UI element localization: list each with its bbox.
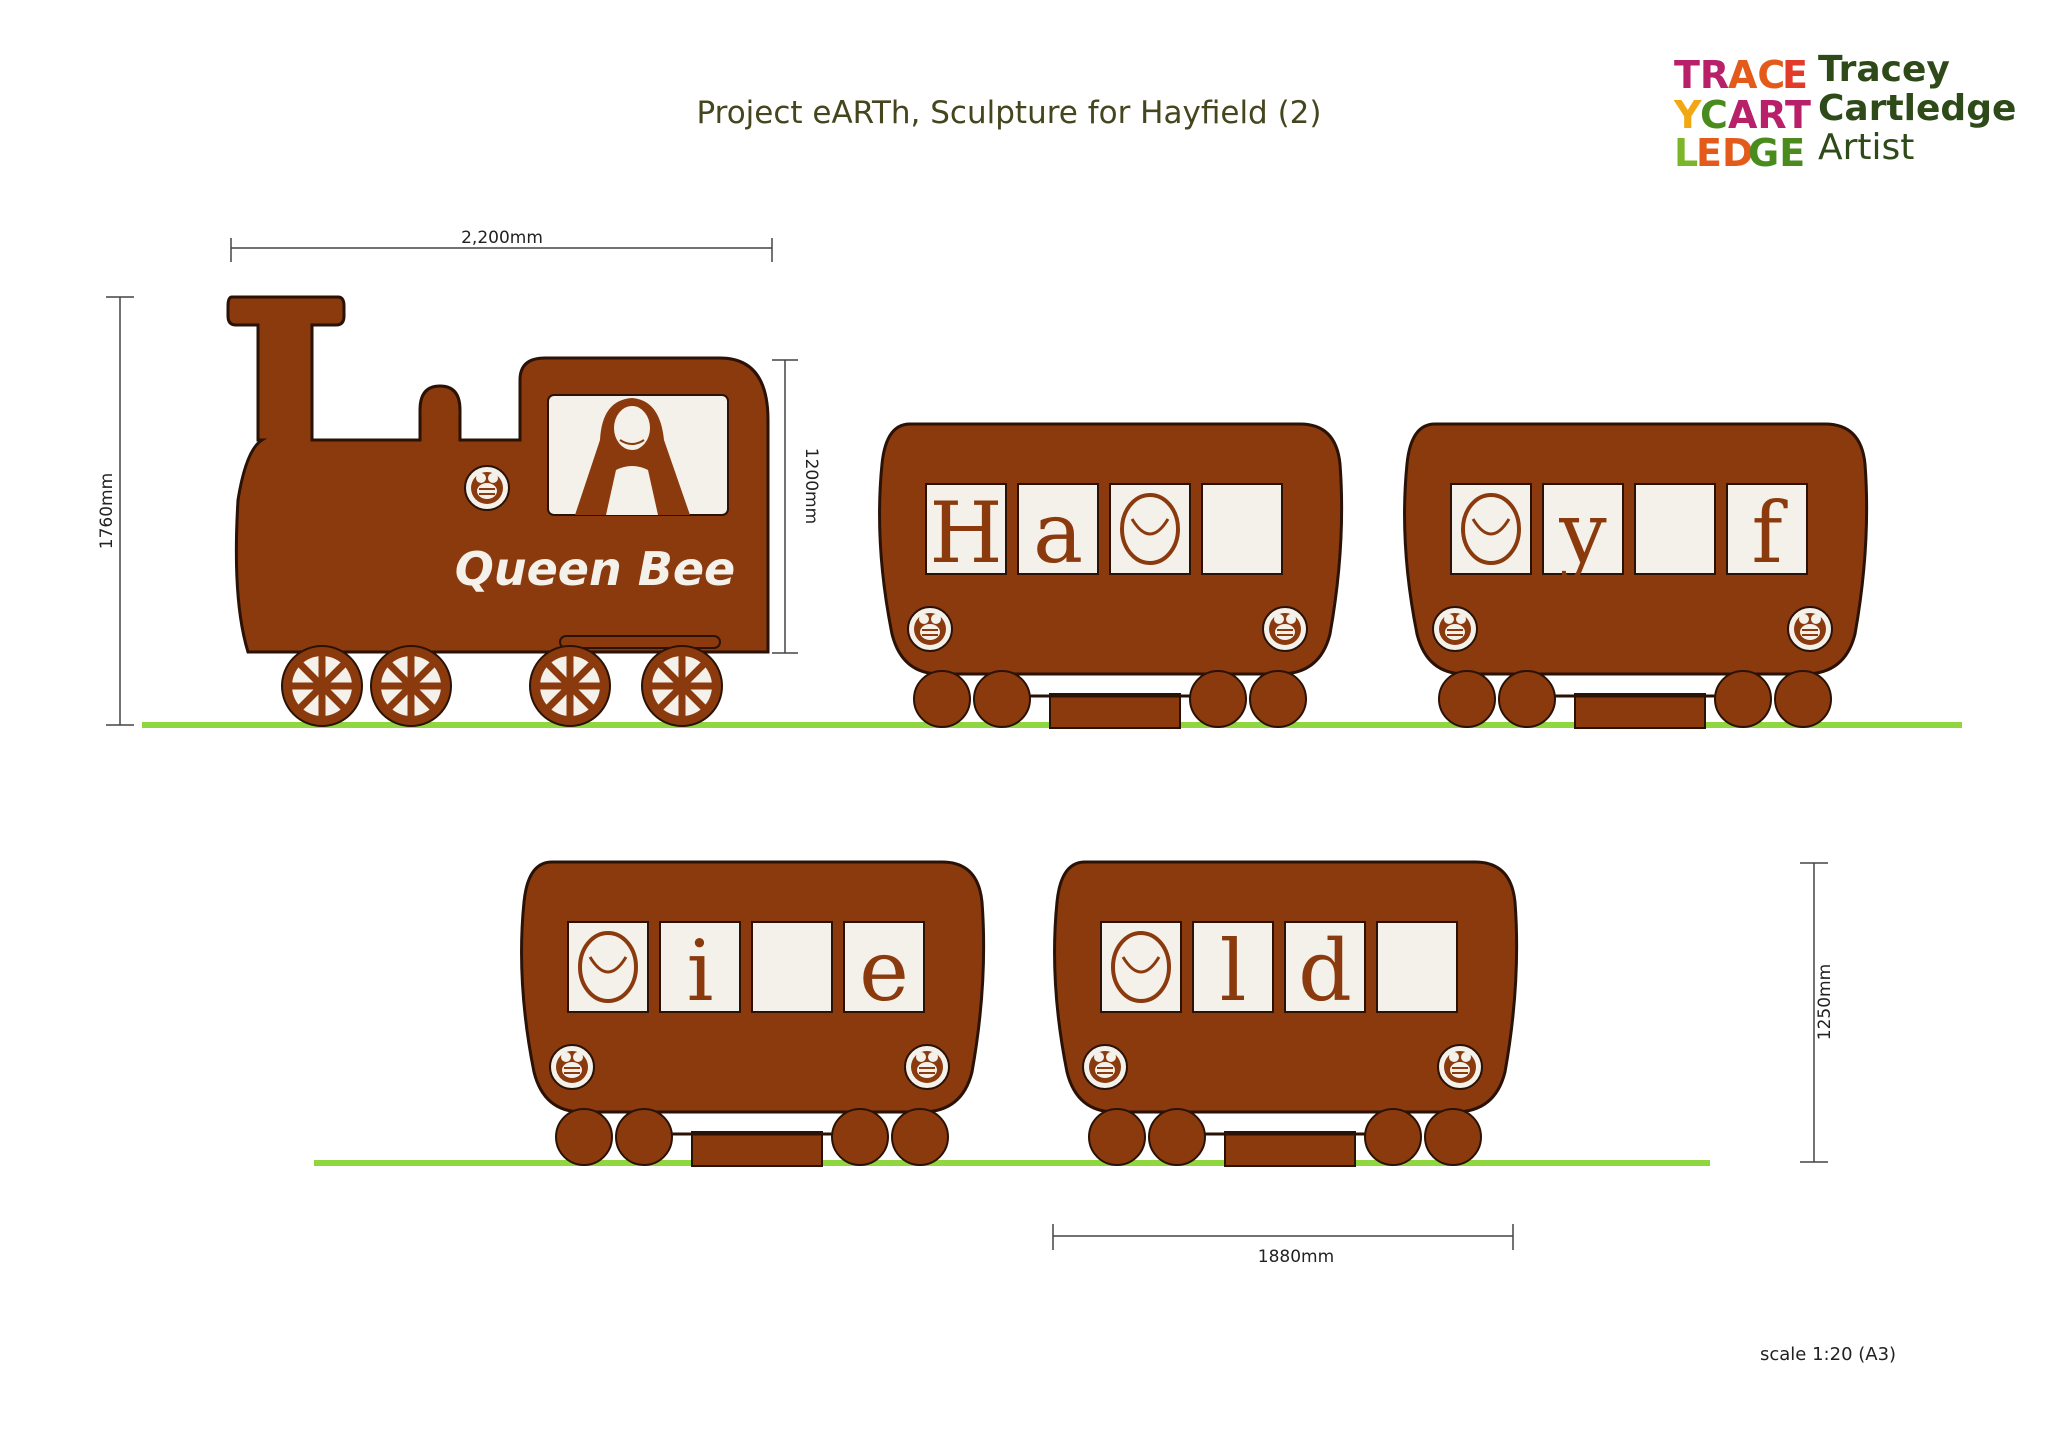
engine-height-label: 1760mm (97, 473, 117, 549)
bee-emblem-icon (1432, 606, 1478, 652)
carriage-wheel-icon (973, 670, 1031, 728)
carriage-wheel-icon (1249, 670, 1307, 728)
page-title: Project eARTh, Sculpture for Hayfield (2… (0, 95, 2048, 131)
carriage-wheel-icon (913, 670, 971, 728)
owl-icon (1461, 493, 1521, 565)
carriage-window (1017, 483, 1099, 575)
bee-emblem-icon (549, 1044, 595, 1090)
engine-wheel-2-icon (371, 646, 451, 726)
bee-emblem-icon (464, 465, 510, 511)
logo-mark: TR AC E Y C ART L ED GE (1673, 53, 1811, 175)
bee-emblem-icon (904, 1044, 950, 1090)
engine-wheel-1-icon (282, 646, 362, 726)
carriage-wheel-icon (1364, 1108, 1422, 1166)
svg-text:L: L (1674, 131, 1698, 175)
scale-note: scale 1:20 (A3) (1760, 1344, 1897, 1365)
carriage-window (1201, 483, 1283, 575)
boot-icon (1120, 493, 1180, 565)
carriage-wheel-icon (615, 1108, 673, 1166)
carriage-window (659, 921, 741, 1013)
bee-emblem-icon (1437, 1044, 1483, 1090)
carriage-wheel-icon (555, 1108, 613, 1166)
engine-width-label: 2,200mm (461, 228, 543, 248)
carriage-width-label: 1880mm (1258, 1247, 1334, 1267)
svg-text:ED: ED (1696, 131, 1754, 175)
carriage-window (1634, 483, 1716, 575)
carriage-window (1726, 483, 1808, 575)
carriage-window (1542, 483, 1624, 575)
bee-emblem-icon (907, 606, 953, 652)
bee-emblem-icon (1082, 1044, 1128, 1090)
carriage-wheel-icon (831, 1108, 889, 1166)
window-letter: d (1298, 922, 1352, 1020)
svg-text:E: E (1782, 53, 1808, 97)
window-letter: H (929, 484, 1002, 582)
cab-height-label: 1200mm (801, 448, 821, 524)
carriage-window (843, 921, 925, 1013)
carriage-window (1192, 921, 1274, 1013)
carriage-wheel-icon (1088, 1108, 1146, 1166)
svg-text:C: C (1700, 93, 1728, 137)
carriage-wheel-icon (1498, 670, 1556, 728)
window-letter: l (1220, 922, 1247, 1020)
horse-icon (578, 931, 638, 1003)
carriage-wheel-icon (1438, 670, 1496, 728)
window-letter: i (687, 922, 714, 1020)
window-letter: e (859, 922, 909, 1020)
engine-wheel-4-icon (642, 646, 722, 726)
dimension-lines (106, 238, 1828, 1250)
carriage-height-label: 1250mm (1815, 964, 1835, 1040)
butterfly-icon (1111, 931, 1171, 1003)
window-letter: f (1751, 484, 1788, 582)
svg-text:AC: AC (1728, 53, 1785, 97)
window-letter: a (1033, 484, 1083, 582)
svg-text:Y: Y (1673, 93, 1702, 137)
driver-figure (575, 398, 690, 515)
carriage-window (1376, 921, 1458, 1013)
carriage-wheel-icon (1189, 670, 1247, 728)
carriage-window (751, 921, 833, 1013)
logo-text: Tracey Cartledge Artist (1818, 52, 2016, 166)
page-title-text: Project eARTh, Sculpture for Hayfield (2… (696, 95, 1322, 131)
engine-name-text: Queen Bee (455, 542, 735, 596)
carriage-wheel-icon (1714, 670, 1772, 728)
logo-line1: Tracey (1818, 49, 1950, 90)
carriage-window (1284, 921, 1366, 1013)
logo-line2: Cartledge (1818, 88, 2017, 129)
carriage-wheel-icon (1424, 1108, 1482, 1166)
svg-text:TR: TR (1674, 53, 1729, 97)
svg-text:ART: ART (1728, 93, 1811, 137)
carriage-window (925, 483, 1007, 575)
carriage-wheel-icon (1774, 670, 1832, 728)
bee-emblem-icon (1787, 606, 1833, 652)
carriage-wheel-icon (1148, 1108, 1206, 1166)
window-letter: y (1558, 484, 1607, 582)
carriage-wheel-icon (891, 1108, 949, 1166)
bee-emblem-icon (1262, 606, 1308, 652)
svg-text:GE: GE (1748, 131, 1805, 175)
engine: Queen Bee (226, 295, 770, 726)
logo-line3: Artist (1818, 127, 1915, 168)
engine-wheel-3-icon (530, 646, 610, 726)
